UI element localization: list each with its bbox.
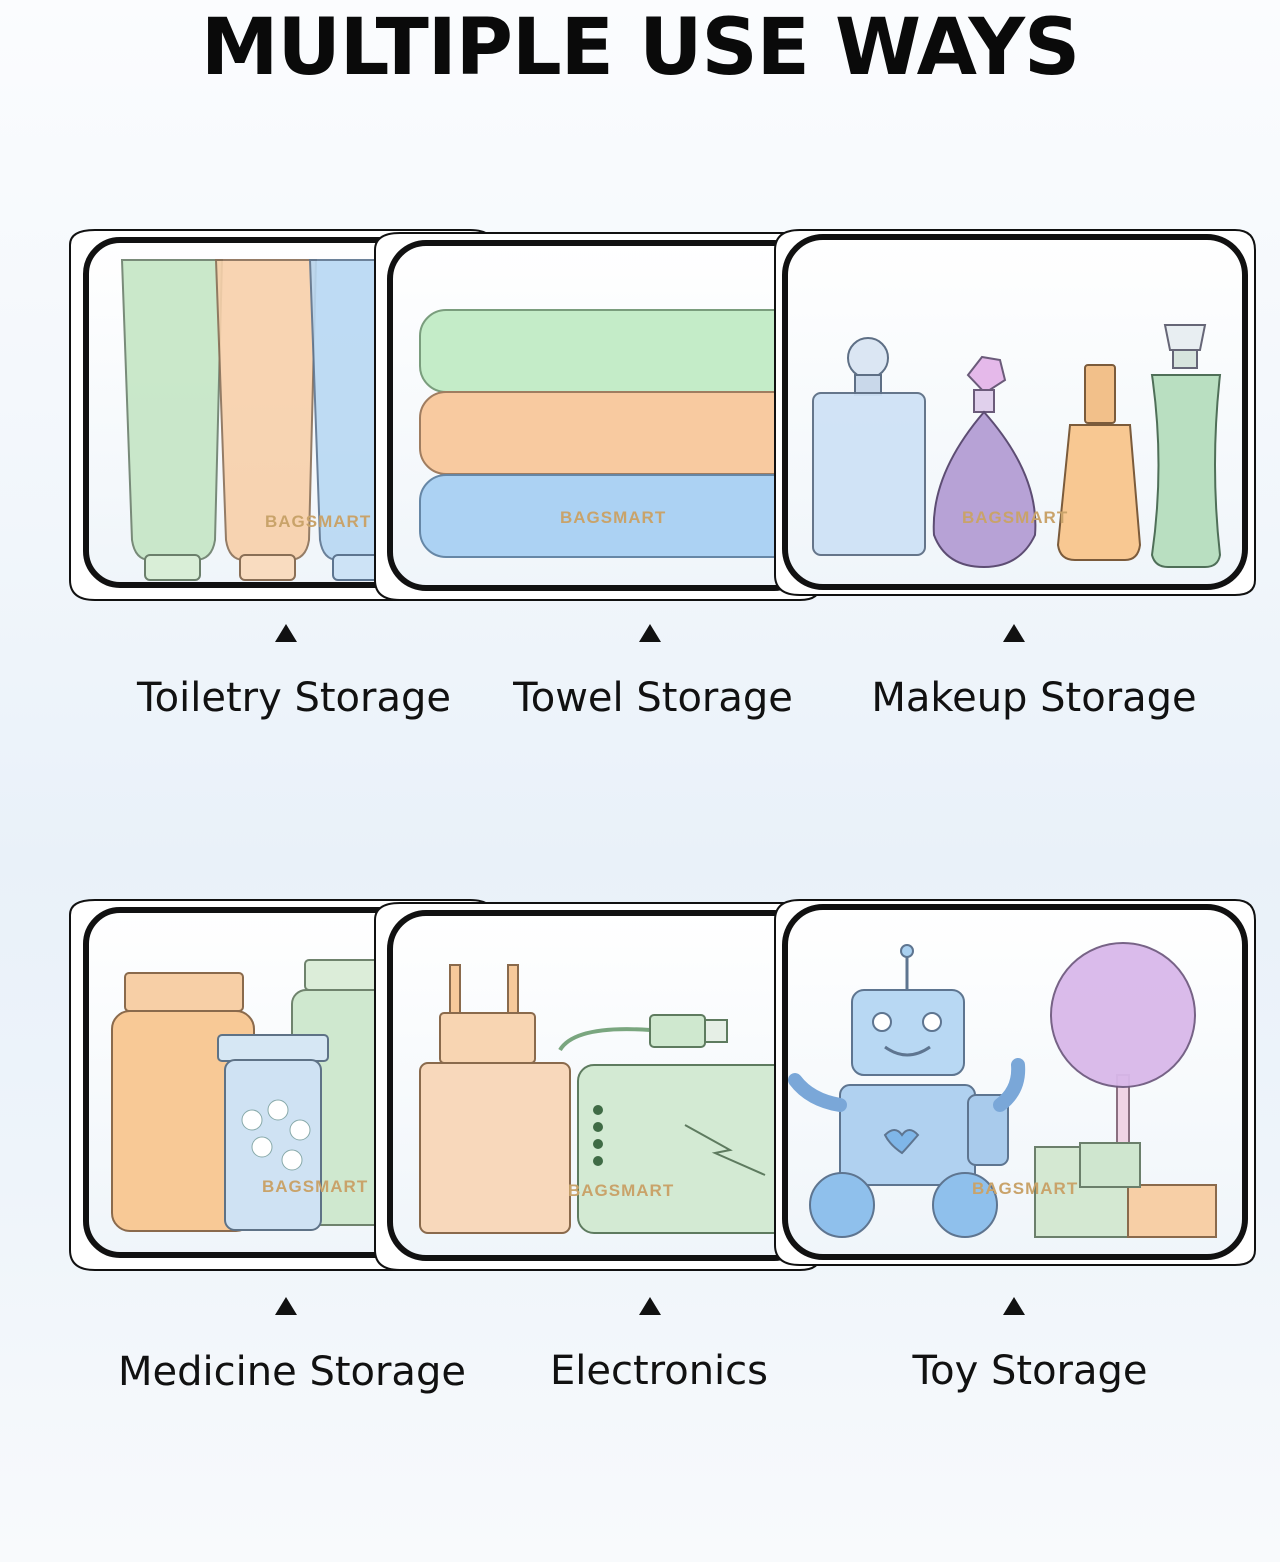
brand-mark: BAGSMART [265,512,371,531]
towels-icon [419,309,801,558]
tubes-icon [120,259,402,581]
caption-medicine-storage: Medicine Storage [118,1349,466,1395]
arrow-up-icon [275,1297,297,1315]
top-bag-row: BAGSMART BAGSMART [0,215,1280,601]
electronics-bag: BAGSMART [374,902,821,1271]
perfume-bottles-icon [812,324,1222,569]
caption-toiletry-storage: Toiletry Storage [137,675,451,721]
brand-mark: BAGSMART [568,1181,674,1200]
caption-makeup-storage: Makeup Storage [871,675,1197,721]
caption-toy-storage: Toy Storage [912,1348,1148,1394]
arrow-up-icon [1003,624,1025,642]
caption-electronics: Electronics [549,1348,768,1394]
toy-bag: BAGSMART [774,899,1256,1266]
arrow-up-icon [1003,1297,1025,1315]
arrow-up-icon [275,624,297,642]
bottom-bag-row: BAGSMART BAGSMART [0,885,1280,1271]
robot-toys-icon [788,942,1217,1238]
headline: MULTIPLE USE WAYS [200,3,1080,93]
brand-mark: BAGSMART [262,1177,368,1196]
brand-mark: BAGSMART [560,508,666,527]
charger-powerbank-icon [419,964,814,1234]
makeup-bag: BAGSMART [774,229,1256,596]
top-bags-illustration: BAGSMART BAGSMART [69,229,1256,601]
towel-bag: BAGSMART [374,232,821,601]
caption-towel-storage: Towel Storage [513,675,793,721]
bottom-bags-illustration: BAGSMART BAGSMART [69,899,1256,1271]
brand-mark: BAGSMART [972,1179,1078,1198]
arrow-up-icon [639,1297,661,1315]
brand-mark: BAGSMART [962,508,1068,527]
arrow-up-icon [639,624,661,642]
